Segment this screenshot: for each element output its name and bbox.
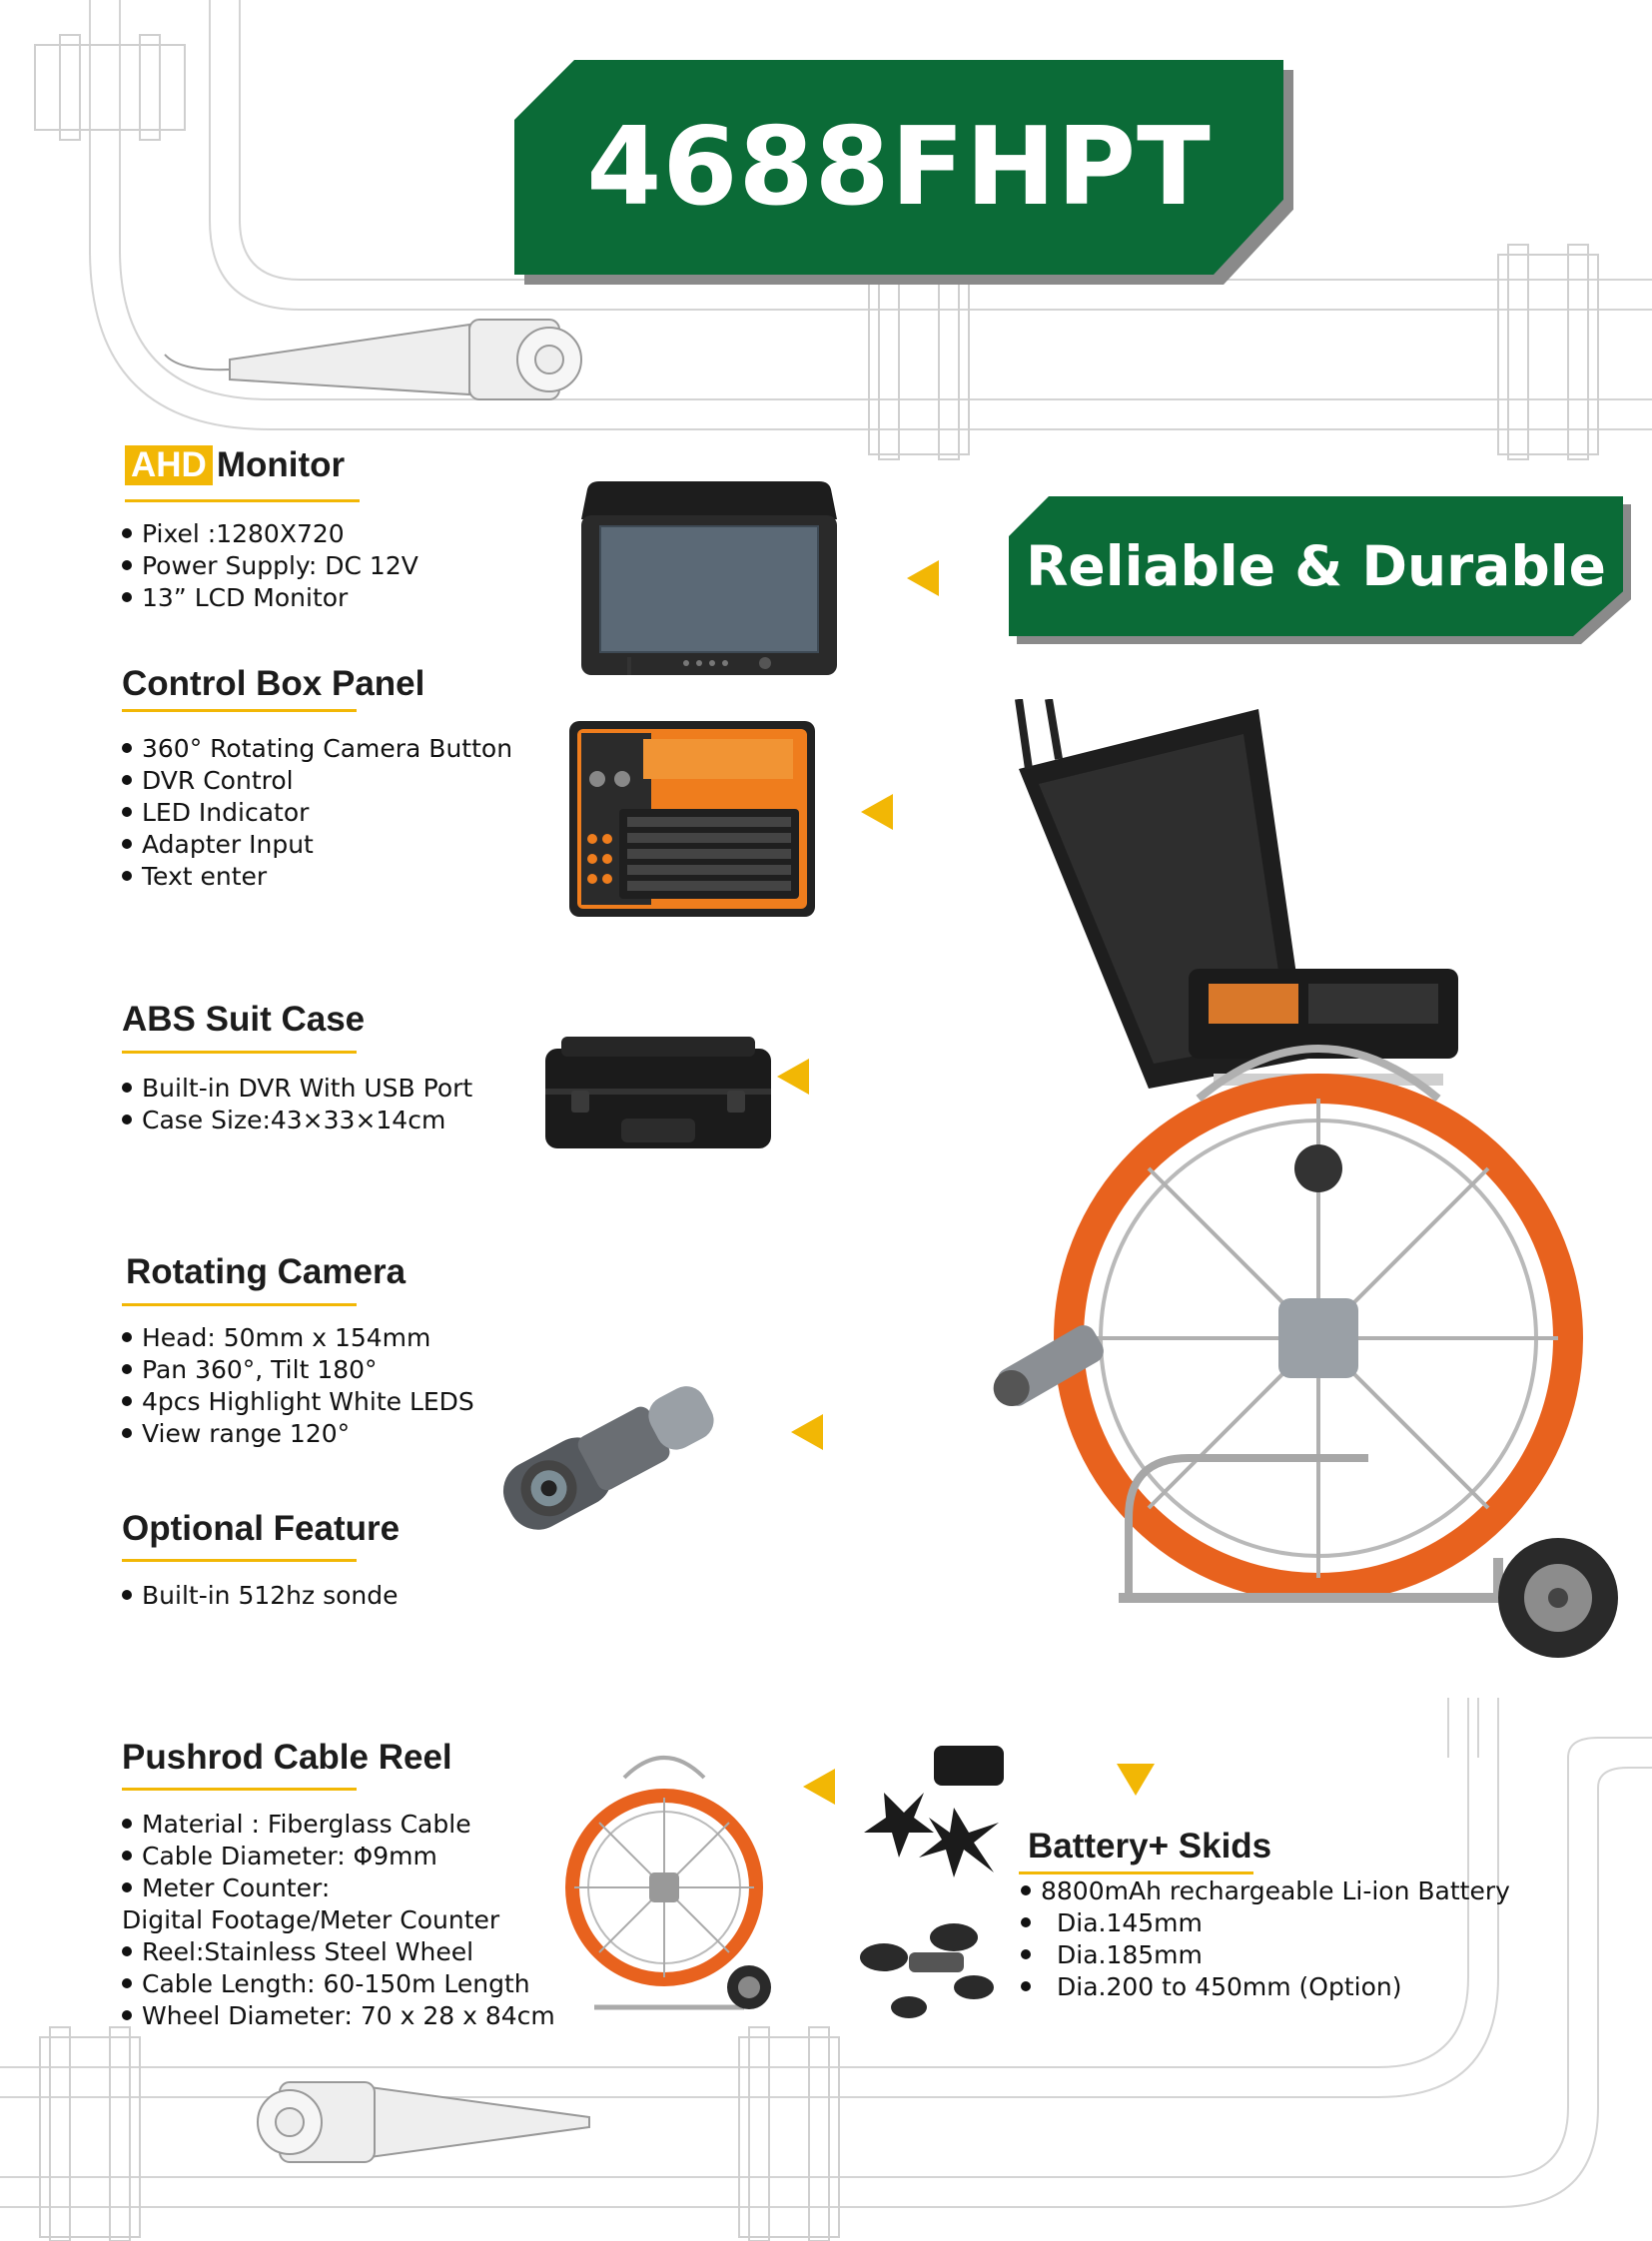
- reel-spec-list: Material : Fiberglass Cable Cable Diamet…: [122, 1809, 555, 2032]
- rotating-camera-image: [502, 1386, 714, 1530]
- list-item: Dia.200 to 450mm (Option): [1021, 1971, 1510, 2003]
- optional-heading: Optional Feature: [122, 1509, 401, 1548]
- reel-heading: Pushrod Cable Reel: [122, 1738, 452, 1777]
- optional-spec-list: Built-in 512hz sonde: [122, 1580, 399, 1612]
- monitor-image: [581, 481, 837, 675]
- list-item: Dia.145mm: [1021, 1907, 1510, 1939]
- model-title: 4688FHPT: [514, 60, 1283, 275]
- list-item: Material : Fiberglass Cable: [122, 1809, 555, 1841]
- control-panel-image: [569, 721, 815, 917]
- list-item: Cable Diameter: Φ9mm: [122, 1841, 555, 1872]
- suitcase-heading: ABS Suit Case: [122, 1000, 366, 1039]
- list-item: LED Indicator: [122, 797, 512, 829]
- list-item: Wheel Diameter: 70 x 28 x 84cm: [122, 2000, 555, 2032]
- list-item: Built-in 512hz sonde: [122, 1580, 399, 1612]
- list-item: Meter Counter:: [122, 1872, 555, 1904]
- heading-underline: [122, 1559, 357, 1562]
- list-continuation: Digital Footage/Meter Counter: [122, 1905, 500, 1934]
- list-item: 360° Rotating Camera Button: [122, 733, 512, 765]
- battery-spec-list: 8800mAh rechargeable Li-ion Battery Dia.…: [1021, 1875, 1510, 2003]
- control-box-spec-list: 360° Rotating Camera Button DVR Control …: [122, 733, 512, 893]
- heading-underline: [122, 1788, 357, 1791]
- list-item: Pan 360°, Tilt 180°: [122, 1354, 474, 1386]
- pointer-arrow-icon: [777, 1059, 809, 1095]
- list-item: Case Size:43×33×14cm: [122, 1105, 472, 1136]
- camera-spec-list: Head: 50mm x 154mm Pan 360°, Tilt 180° 4…: [122, 1322, 474, 1450]
- list-item: Cable Length: 60-150m Length: [122, 1968, 555, 2000]
- control-box-heading: Control Box Panel: [122, 664, 425, 703]
- list-item: Power Supply: DC 12V: [122, 550, 418, 582]
- list-item: 13” LCD Monitor: [122, 582, 418, 614]
- pointer-arrow-icon: [791, 1414, 823, 1450]
- tagline-text: Reliable & Durable: [1009, 496, 1623, 636]
- pointer-arrow-icon: [803, 1769, 835, 1805]
- list-item: Dia.185mm: [1021, 1939, 1510, 1971]
- main-product-image: [993, 699, 1618, 1658]
- heading-underline: [1019, 1871, 1253, 1874]
- pointer-arrow-icon: [907, 560, 939, 596]
- pointer-arrow-icon: [861, 794, 893, 830]
- suitcase-image: [545, 1037, 771, 1148]
- list-item: Built-in DVR With USB Port: [122, 1073, 472, 1105]
- list-item: Pixel :1280X720: [122, 518, 418, 550]
- skids-battery-image: [860, 1746, 1004, 2018]
- heading-underline: [122, 1303, 357, 1306]
- list-item: Reel:Stainless Steel Wheel: [122, 1936, 555, 1968]
- list-item: View range 120°: [122, 1418, 474, 1450]
- pointer-arrow-icon: [1117, 1764, 1155, 1796]
- heading-underline: [122, 1051, 357, 1054]
- monitor-title: Monitor: [216, 445, 346, 484]
- title-banner: 4688FHPT: [514, 60, 1298, 290]
- suitcase-spec-list: Built-in DVR With USB Port Case Size:43×…: [122, 1073, 472, 1136]
- heading-underline: [125, 499, 360, 502]
- list-item: 8800mAh rechargeable Li-ion Battery: [1021, 1875, 1510, 1907]
- monitor-spec-list: Pixel :1280X720 Power Supply: DC 12V 13”…: [122, 518, 418, 614]
- camera-heading: Rotating Camera: [126, 1252, 407, 1291]
- battery-heading: Battery+ Skids: [1028, 1827, 1272, 1866]
- tagline-banner: Reliable & Durable: [1009, 496, 1638, 646]
- cable-reel-image: [565, 1756, 771, 2010]
- heading-underline: [122, 709, 357, 712]
- list-item: 4pcs Highlight White LEDS: [122, 1386, 474, 1418]
- list-item: Text enter: [122, 861, 512, 893]
- list-item: Adapter Input: [122, 829, 512, 861]
- list-item: DVR Control: [122, 765, 512, 797]
- ahd-tag: AHD: [125, 445, 213, 485]
- list-item: Head: 50mm x 154mm: [122, 1322, 474, 1354]
